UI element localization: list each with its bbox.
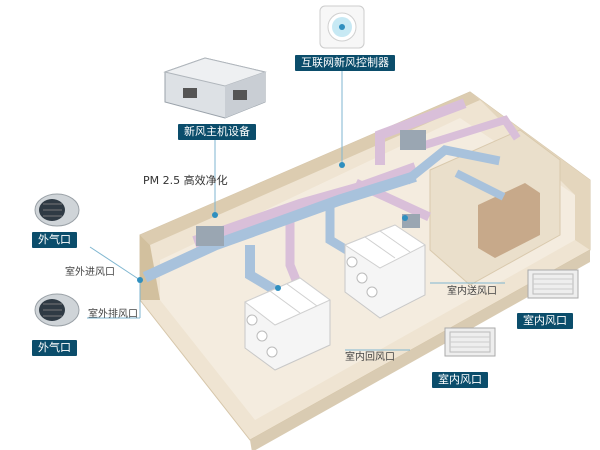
indoor-supply-label: 室内送风口: [447, 286, 497, 297]
outdoor-exhaust-label: 室外排风口: [88, 309, 138, 320]
left-wall: [140, 235, 160, 300]
controller-label: 互联网新风控制器: [295, 55, 395, 71]
cabinet: [478, 183, 540, 258]
outdoor-vent-bottom-label: 外气口: [32, 340, 77, 356]
supply-duct-network: [142, 145, 506, 297]
outdoor-intake-label: 室外进风口: [65, 267, 115, 278]
pm25-label: PM 2.5 高效净化: [143, 174, 228, 187]
main-unit-illustration: [163, 57, 267, 119]
right-wall: [470, 92, 590, 250]
duct-junctions: [196, 130, 426, 246]
main-unit-label: 新风主机设备: [178, 124, 256, 140]
floor-edge: [250, 250, 590, 450]
indoor-vent-grille-right: [527, 269, 579, 299]
indoor-vent-grille-bottom: [444, 327, 496, 357]
indoor-return-label: 室内回风口: [345, 352, 395, 363]
outdoor-vent-top: [34, 193, 80, 227]
leader-lines: [87, 60, 505, 351]
controller-illustration: [319, 5, 365, 49]
desk-group-left: [244, 277, 331, 371]
leader-dots: [137, 162, 408, 291]
outdoor-vent-bottom: [34, 293, 80, 327]
desk-group-right: [343, 224, 426, 319]
return-duct-network: [192, 98, 521, 296]
outdoor-vent-top-label: 外气口: [32, 232, 77, 248]
indoor-vent-bottom-label: 室内风口: [432, 372, 488, 388]
indoor-vent-right-label: 室内风口: [517, 313, 573, 329]
